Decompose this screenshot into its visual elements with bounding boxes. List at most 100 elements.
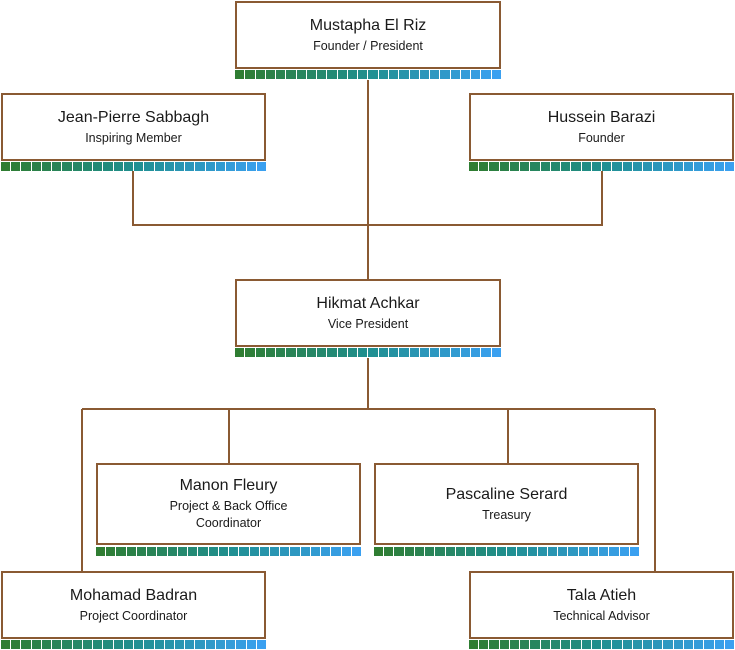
stripe-segment: [694, 640, 704, 649]
stripe-segment: [489, 640, 499, 649]
stripe-segment: [491, 348, 501, 357]
stripe-segment: [327, 70, 337, 79]
node-name: Mohamad Badran: [69, 586, 198, 604]
stripe-segment: [41, 162, 52, 171]
stripe-segment: [561, 640, 571, 649]
stripe-segment: [82, 640, 93, 649]
stripe-segment: [286, 348, 296, 357]
stripe-segment: [236, 162, 246, 171]
connector-line: [132, 171, 603, 226]
stripe-segment: [235, 348, 245, 357]
stripe-segment: [530, 162, 540, 171]
stripe-segment: [435, 547, 445, 556]
stripe-segment: [331, 547, 341, 556]
stripe-segment: [419, 348, 430, 357]
stripe-segment: [276, 348, 286, 357]
org-node-fleury: Manon Fleury Project & Back Office Coord…: [96, 463, 361, 545]
stripe-segment: [622, 640, 632, 649]
stripe-segment: [430, 348, 440, 357]
stripe-segment: [378, 348, 388, 357]
stripe-segment: [471, 348, 481, 357]
org-node-sabbagh: Jean-Pierre Sabbagh Inspiring Member: [1, 93, 266, 161]
stripe-segment: [215, 640, 226, 649]
stripe-segment: [185, 162, 195, 171]
stripe-segment: [103, 162, 113, 171]
org-node-barazi: Hussein Barazi Founder: [469, 93, 734, 161]
stripe-segment: [642, 640, 653, 649]
stripe-segment: [496, 547, 507, 556]
stripe-segment: [154, 162, 164, 171]
stripe-segment: [174, 162, 185, 171]
stripe-segment: [440, 70, 450, 79]
stripe-segment: [547, 547, 558, 556]
node-role: Vice President: [327, 316, 409, 331]
stripe-segment: [21, 640, 31, 649]
stripe-segment: [123, 162, 134, 171]
color-stripe: [469, 162, 735, 171]
stripe-segment: [578, 547, 588, 556]
org-node-atieh: Tala Atieh Technical Advisor: [469, 571, 734, 639]
org-node-serard: Pascaline Serard Treasury: [374, 463, 639, 545]
stripe-segment: [255, 70, 265, 79]
stripe-segment: [306, 70, 317, 79]
stripe-segment: [588, 547, 599, 556]
stripe-segment: [41, 640, 52, 649]
stripe-segment: [509, 640, 520, 649]
stripe-segment: [724, 162, 735, 171]
stripe-segment: [632, 640, 642, 649]
stripe-segment: [113, 640, 123, 649]
stripe-segment: [62, 640, 72, 649]
stripe-segment: [296, 348, 306, 357]
stripe-segment: [509, 162, 520, 171]
stripe-segment: [215, 162, 226, 171]
stripe-segment: [481, 70, 491, 79]
stripe-segment: [663, 640, 673, 649]
stripe-segment: [136, 547, 147, 556]
stripe-segment: [259, 547, 269, 556]
stripe-segment: [409, 348, 419, 357]
stripe-segment: [622, 162, 632, 171]
stripe-segment: [208, 547, 218, 556]
stripe-segment: [321, 547, 331, 556]
stripe-segment: [632, 162, 642, 171]
node-name: Hussein Barazi: [547, 108, 656, 126]
org-node-achkar: Hikmat Achkar Vice President: [235, 279, 501, 347]
stripe-segment: [144, 162, 154, 171]
stripe-segment: [265, 70, 276, 79]
stripe-segment: [351, 547, 362, 556]
stripe-segment: [269, 547, 280, 556]
node-name: Mustapha El Riz: [309, 16, 427, 34]
node-name: Tala Atieh: [566, 586, 637, 604]
stripe-segment: [530, 640, 540, 649]
stripe-segment: [1, 162, 11, 171]
stripe-segment: [388, 348, 399, 357]
stripe-segment: [72, 640, 82, 649]
stripe-segment: [327, 348, 337, 357]
color-stripe: [374, 547, 640, 556]
stripe-segment: [499, 640, 509, 649]
stripe-segment: [368, 70, 378, 79]
stripe-segment: [704, 162, 714, 171]
stripe-segment: [571, 640, 581, 649]
stripe-segment: [612, 640, 622, 649]
stripe-segment: [31, 162, 41, 171]
stripe-segment: [568, 547, 578, 556]
stripe-segment: [724, 640, 735, 649]
stripe-segment: [653, 162, 663, 171]
stripe-segment: [591, 640, 602, 649]
stripe-segment: [471, 70, 481, 79]
stripe-segment: [517, 547, 527, 556]
stripe-segment: [256, 162, 267, 171]
stripe-segment: [368, 348, 378, 357]
stripe-segment: [486, 547, 496, 556]
stripe-segment: [341, 547, 351, 556]
stripe-segment: [116, 547, 126, 556]
stripe-segment: [198, 547, 208, 556]
stripe-segment: [93, 162, 103, 171]
stripe-segment: [537, 547, 547, 556]
stripe-segment: [414, 547, 425, 556]
node-role: Treasury: [482, 507, 531, 522]
stripe-segment: [540, 640, 550, 649]
stripe-segment: [134, 640, 144, 649]
stripe-segment: [205, 640, 215, 649]
